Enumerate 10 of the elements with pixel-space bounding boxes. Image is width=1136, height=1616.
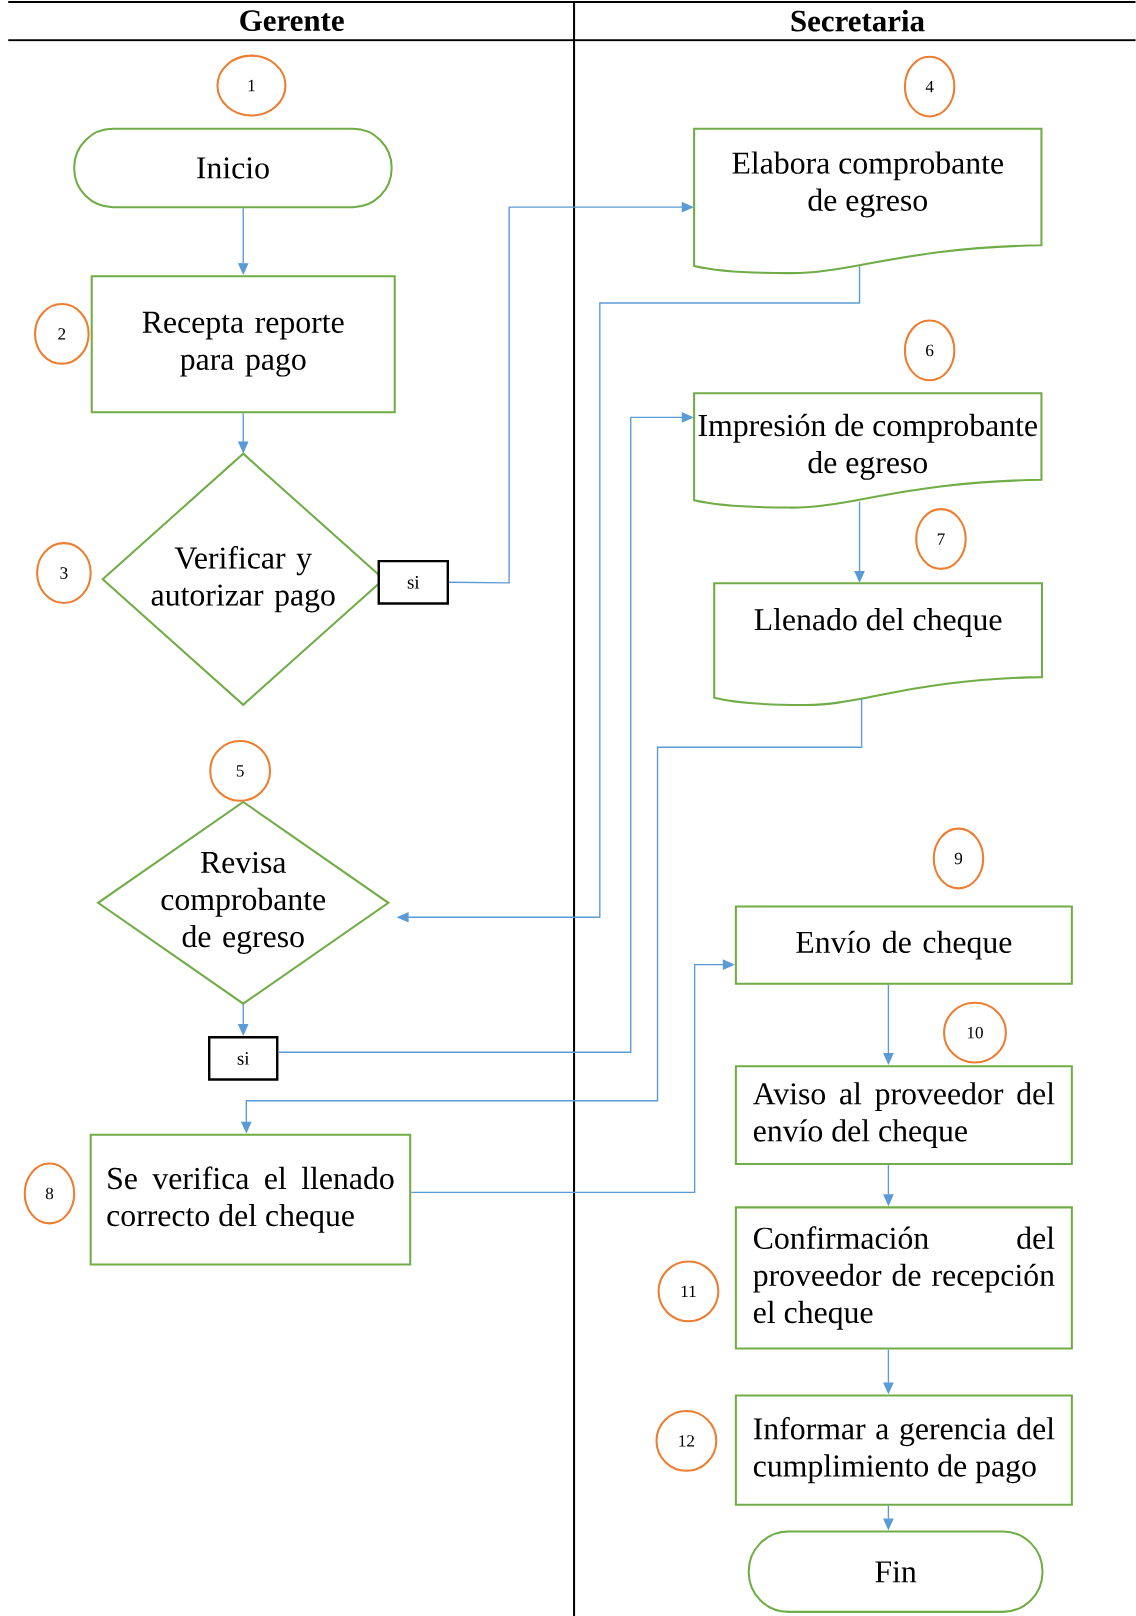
process-box: Se verifica el llenado correcto del cheque — [89, 1133, 412, 1266]
process-box: Recepta reporte para pago — [90, 275, 396, 414]
process-box: Confirmación del proveedor de recepción el cheque — [734, 1206, 1073, 1350]
condition-box: si — [377, 559, 450, 605]
process-box: Envío de cheque — [734, 905, 1073, 985]
condition-box: si — [208, 1036, 279, 1081]
process-box: Informar a gerencia del cumplimiento de pago — [734, 1394, 1073, 1506]
lane-header: Gerente — [240, 10, 344, 31]
lane-header: Secretaria — [791, 9, 925, 32]
process-box: Aviso al proveedor del envío del cheque — [734, 1065, 1073, 1166]
